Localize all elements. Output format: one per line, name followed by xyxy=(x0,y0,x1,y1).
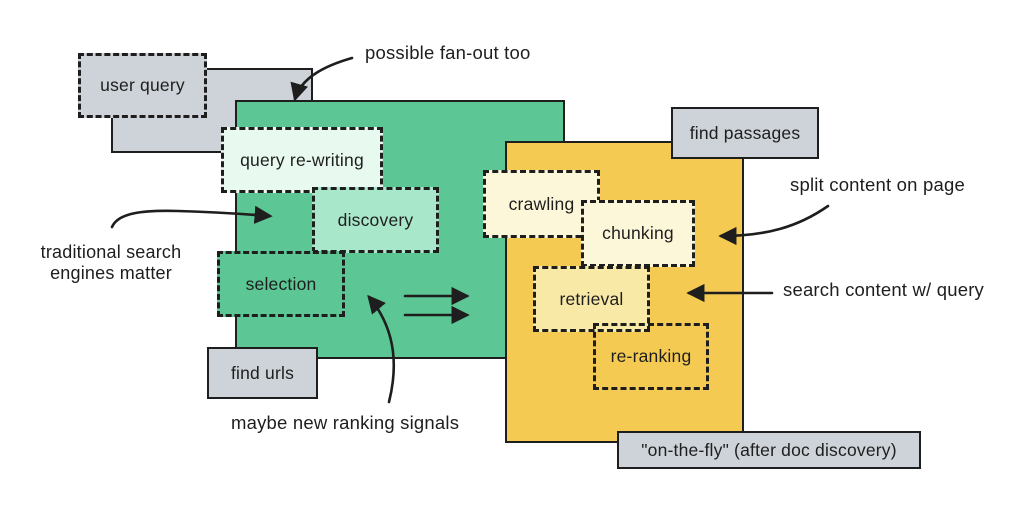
query-rewriting-box: query re-writing xyxy=(221,127,383,193)
user-query-box: user query xyxy=(78,53,207,118)
user-query-label: user query xyxy=(100,75,185,95)
fan-out-annotation: possible fan-out too xyxy=(365,42,531,63)
selection-label: selection xyxy=(245,273,317,294)
search-content-annotation: search content w/ query xyxy=(783,279,985,300)
retrieval-label: retrieval xyxy=(559,288,624,309)
find-urls-plaque: find urls xyxy=(207,347,318,399)
chunking-label: chunking xyxy=(602,223,674,243)
discovery-box: discovery xyxy=(312,187,439,253)
split-content-annotation: split content on page xyxy=(790,174,965,195)
re-ranking-box: re-ranking xyxy=(593,323,709,390)
query-rewriting-label: query re-writing xyxy=(240,149,364,170)
find-urls-label: find urls xyxy=(230,362,295,383)
chunking-box: chunking xyxy=(581,200,695,267)
crawling-label: crawling xyxy=(508,193,575,214)
on-the-fly-label: "on-the-fly" (after doc discovery) xyxy=(641,439,897,460)
re-ranking-label: re-ranking xyxy=(610,346,692,366)
retrieval-box: retrieval xyxy=(533,266,650,332)
traditional-search-line2: engines matter xyxy=(50,263,172,283)
traditional-search-annotation: traditional search engines matter xyxy=(30,242,192,284)
ranking-signals-annotation: maybe new ranking signals xyxy=(231,412,460,433)
on-the-fly-plaque: "on-the-fly" (after doc discovery) xyxy=(617,431,921,469)
find-passages-plaque: find passages xyxy=(671,107,819,159)
selection-box: selection xyxy=(217,251,345,317)
discovery-label: discovery xyxy=(337,209,414,230)
find-passages-label: find passages xyxy=(689,122,801,143)
traditional-search-line1: traditional search xyxy=(40,242,182,262)
